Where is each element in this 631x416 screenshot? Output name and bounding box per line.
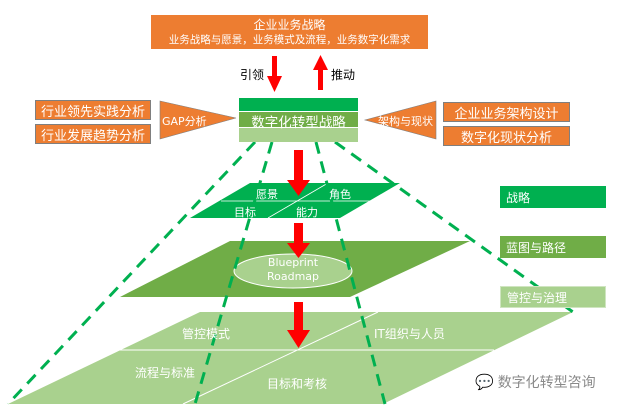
architecture-label: 架构与现状 xyxy=(378,115,433,128)
legend-governance: 管控与治理 xyxy=(500,286,606,308)
lead-label: 引领 xyxy=(240,68,265,82)
enterprise-strategy-subtitle: 业务战略与愿景，业务模式及流程，业务数字化需求 xyxy=(168,34,411,46)
flow-arrow-3-shaft xyxy=(294,302,303,330)
gap-label: GAP分析 xyxy=(162,115,207,128)
pyramid-dashed-lines xyxy=(6,140,574,406)
digital-strategy-label: 数字化转型战略 xyxy=(251,115,346,131)
pyramid-edge-right-inner xyxy=(314,141,387,405)
governance-divider-d xyxy=(182,311,379,405)
lead-arrow-shaft xyxy=(272,56,277,76)
blueprint-line2: Roadmap xyxy=(266,270,320,283)
right-box-digital-status: 数字化现状分析 xyxy=(443,126,570,146)
architecture-triangle xyxy=(363,100,437,140)
wechat-icon: 💬 xyxy=(475,373,494,391)
strategy-cell-goal: 目标 xyxy=(234,206,256,219)
legend-strategy: 战略 xyxy=(500,186,606,208)
strategy-plane xyxy=(190,183,400,218)
right-box-business-architecture: 企业业务架构设计 xyxy=(443,102,570,122)
lead-arrow-head xyxy=(267,76,282,92)
strategy-cell-capability: 能力 xyxy=(296,206,318,219)
flow-arrow-2-shaft xyxy=(294,223,303,243)
strategy-divider-d xyxy=(267,182,329,219)
governance-cell-kpi: 目标和考核 xyxy=(267,377,328,391)
blueprint-ellipse xyxy=(233,253,353,289)
gap-triangle xyxy=(159,100,237,140)
pyramid-edge-left-outer xyxy=(6,140,257,406)
center-box-top xyxy=(239,98,358,111)
center-box-bottom xyxy=(239,128,358,142)
governance-cell-process: 流程与标准 xyxy=(135,366,196,380)
watermark-text: 数字化转型咨询 xyxy=(497,375,596,391)
push-arrow-shaft xyxy=(318,70,323,90)
push-label: 推动 xyxy=(331,68,356,82)
strategy-cell-role: 角色 xyxy=(329,188,351,201)
flow-arrow-3-head xyxy=(287,330,310,348)
center-box-mid xyxy=(239,112,358,127)
red-flow-arrows xyxy=(267,55,328,348)
strategy-cell-vision: 愿景 xyxy=(256,188,278,201)
blueprint-line1: Blueprint xyxy=(267,256,319,269)
left-box-leading-practice: 行业领先实践分析 xyxy=(35,100,151,120)
flow-arrow-2-head xyxy=(287,243,310,258)
governance-cell-control-model: 管控模式 xyxy=(182,327,231,341)
legend-blueprint: 蓝图与路径 xyxy=(500,236,606,258)
governance-plane xyxy=(8,312,573,404)
governance-cell-it-org: IT组织与人员 xyxy=(374,327,445,341)
enterprise-strategy-title: 企业业务战略 xyxy=(253,18,326,32)
push-arrow-head xyxy=(313,55,328,70)
blueprint-label: Blueprint Roadmap xyxy=(234,256,352,284)
left-box-industry-trend: 行业发展趋势分析 xyxy=(35,124,151,144)
pyramid-edge-right-outer xyxy=(334,140,574,314)
watermark: 💬 数字化转型咨询 xyxy=(475,372,596,392)
pyramid-edge-left-inner xyxy=(193,141,274,405)
enterprise-strategy-box: 企业业务战略 业务战略与愿景，业务模式及流程，业务数字化需求 xyxy=(151,15,428,49)
flow-arrow-1-shaft xyxy=(294,150,303,180)
flow-arrow-1-head xyxy=(287,180,310,196)
